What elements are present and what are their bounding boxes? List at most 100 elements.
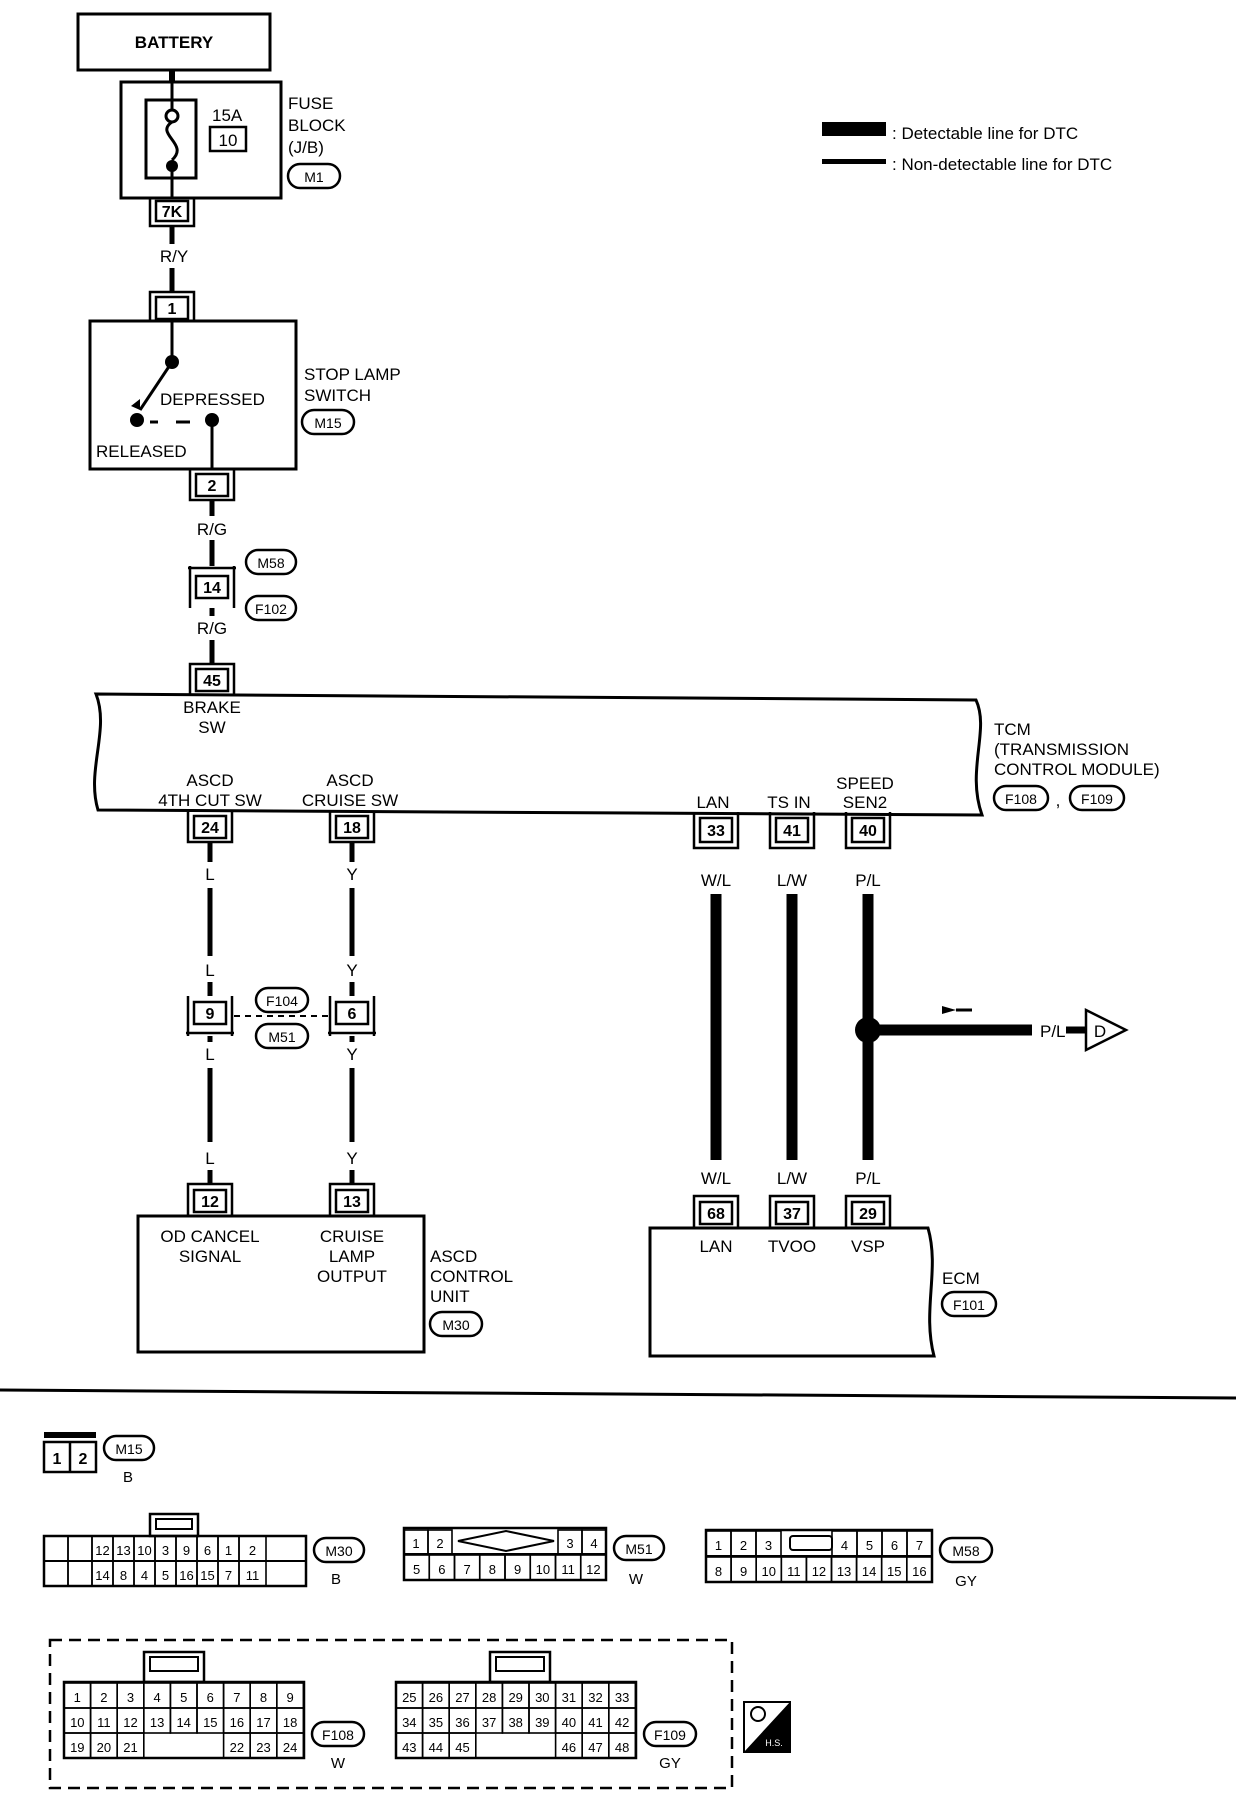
ecm-pin-37: 37 xyxy=(783,1206,801,1223)
m51-pin-11: 11 xyxy=(561,1562,575,1577)
m30-pin-blank-cell xyxy=(67,1560,93,1587)
m58-pin-3-cell xyxy=(755,1530,782,1557)
f108-pin-15: 15 xyxy=(203,1715,217,1730)
f108-pin-6: 6 xyxy=(207,1690,214,1705)
tcm-brake-label-2: SW xyxy=(198,718,225,737)
legend-non-detectable-swatch xyxy=(822,159,886,164)
ecm-box xyxy=(648,1226,936,1358)
stop-lamp-pin-2: 2 xyxy=(208,478,217,495)
branch-destination: D xyxy=(1094,1022,1106,1041)
m30-color: B xyxy=(331,1571,341,1588)
branch-wire-label: P/L xyxy=(1040,1022,1066,1041)
tcm-pin-40: 40 xyxy=(859,823,877,840)
f109-pin-35: 35 xyxy=(429,1715,443,1730)
m58-pin-8: 8 xyxy=(715,1564,722,1579)
joint-connector-bottom: F102 xyxy=(255,601,287,617)
stop-lamp-switch: DEPRESSED RELEASED xyxy=(88,319,298,471)
legend-detectable-swatch xyxy=(822,122,886,136)
m51-pin-12: 12 xyxy=(586,1562,600,1577)
tcm-pin-24-group: 24 xyxy=(186,812,234,844)
m30-pin-blank-cell xyxy=(43,1560,69,1587)
f108-pin-12: 12 xyxy=(123,1715,137,1730)
f108-pin-18: 18 xyxy=(283,1715,297,1730)
m15-color: B xyxy=(123,1469,133,1486)
ecm-pin-29-group: 29 xyxy=(844,1194,892,1228)
wire-l-label-3: L xyxy=(205,1045,214,1064)
m30-id: M30 xyxy=(325,1543,352,1559)
ecm-lan-label: LAN xyxy=(699,1237,732,1256)
tcm-title-3: CONTROL MODULE) xyxy=(994,760,1160,779)
m30-pin-blank-cell xyxy=(67,1535,93,1562)
ecm-vsp-label: VSP xyxy=(851,1237,885,1256)
wire-pl-label-1: P/L xyxy=(855,871,881,890)
m51-pin-2: 2 xyxy=(436,1536,443,1551)
m58-color: GY xyxy=(955,1573,977,1590)
tcm-pin-40-group: 40 xyxy=(844,812,892,850)
tcm-pin-24: 24 xyxy=(201,820,219,837)
legend-non-detectable-text: : Non-detectable line for DTC xyxy=(892,155,1112,174)
m58-id: M58 xyxy=(952,1543,979,1559)
f109-pin-42: 42 xyxy=(615,1715,629,1730)
f108-pin-4: 4 xyxy=(153,1690,160,1705)
tcm-ascd4-label-1: ASCD xyxy=(186,771,233,790)
m58-pin-16-cell xyxy=(905,1556,933,1583)
tcm-brake-label-1: BRAKE xyxy=(183,698,241,717)
fuse-number: 10 xyxy=(219,131,238,150)
f108-pin-3: 3 xyxy=(127,1690,134,1705)
branch-arrow-icon xyxy=(942,1006,956,1014)
m58-pin-6: 6 xyxy=(891,1538,898,1553)
m30-pin-4: 4 xyxy=(141,1568,148,1583)
legend: : Detectable line for DTC : Non-detectab… xyxy=(822,122,1112,174)
f108-pin-17: 17 xyxy=(256,1715,270,1730)
hs-label: H.S. xyxy=(765,1738,783,1748)
f109-pin-26: 26 xyxy=(429,1690,443,1705)
f108-pin-23: 23 xyxy=(256,1740,270,1755)
ascd-cruise-label-3: OUTPUT xyxy=(317,1267,387,1286)
f108-pin-24: 24 xyxy=(283,1740,297,1755)
ascd-od-label-2: SIGNAL xyxy=(179,1247,241,1266)
m51-pin-12-cell xyxy=(579,1554,607,1581)
f108-pin-10: 10 xyxy=(70,1715,84,1730)
m30-pin-1: 1 xyxy=(225,1543,232,1558)
tcm-pin-33-group: 33 xyxy=(692,812,740,850)
m58-pin-15: 15 xyxy=(887,1564,901,1579)
m58-pin-2: 2 xyxy=(740,1538,747,1553)
f109-pin-32: 32 xyxy=(588,1690,602,1705)
battery-label: BATTERY xyxy=(135,33,214,52)
tcm-title-2: (TRANSMISSION xyxy=(994,740,1129,759)
m51-pin-4: 4 xyxy=(590,1536,597,1551)
f109-pin-39: 39 xyxy=(535,1715,549,1730)
f108-pin-22: 22 xyxy=(230,1740,244,1755)
m30-pin-2: 2 xyxy=(249,1543,256,1558)
ecm-connector: F101 xyxy=(953,1297,985,1313)
m30-pin-8: 8 xyxy=(120,1568,127,1583)
f108-pin-7: 7 xyxy=(233,1690,240,1705)
tcm-tsin-label: TS IN xyxy=(767,793,810,812)
branch-destination-icon xyxy=(1084,1007,1129,1053)
f109-pin-43: 43 xyxy=(402,1740,416,1755)
m58-pin-4: 4 xyxy=(841,1538,848,1553)
m58-pin-13: 13 xyxy=(837,1564,851,1579)
m58-pin-9: 9 xyxy=(740,1564,747,1579)
m30-pin-7: 7 xyxy=(225,1568,232,1583)
m30-pin-16: 16 xyxy=(179,1568,193,1583)
ascd-pin-12: 12 xyxy=(201,1194,219,1211)
f108-pin-11: 11 xyxy=(97,1715,111,1730)
m15-id: M15 xyxy=(115,1441,142,1457)
fuse-title-1: FUSE xyxy=(288,94,333,113)
fuse-symbol xyxy=(165,120,179,162)
f108-color: W xyxy=(331,1755,346,1772)
mid-joint-connector-bottom: M51 xyxy=(268,1029,295,1045)
stop-lamp-pin-1: 1 xyxy=(168,301,177,318)
tcm-speed-label-2: SEN2 xyxy=(843,793,887,812)
f109-color: GY xyxy=(659,1755,681,1772)
tcm-connector-1: F108 xyxy=(1005,791,1037,807)
m30-pin-14: 14 xyxy=(95,1568,109,1583)
f109-pin-48: 48 xyxy=(615,1740,629,1755)
